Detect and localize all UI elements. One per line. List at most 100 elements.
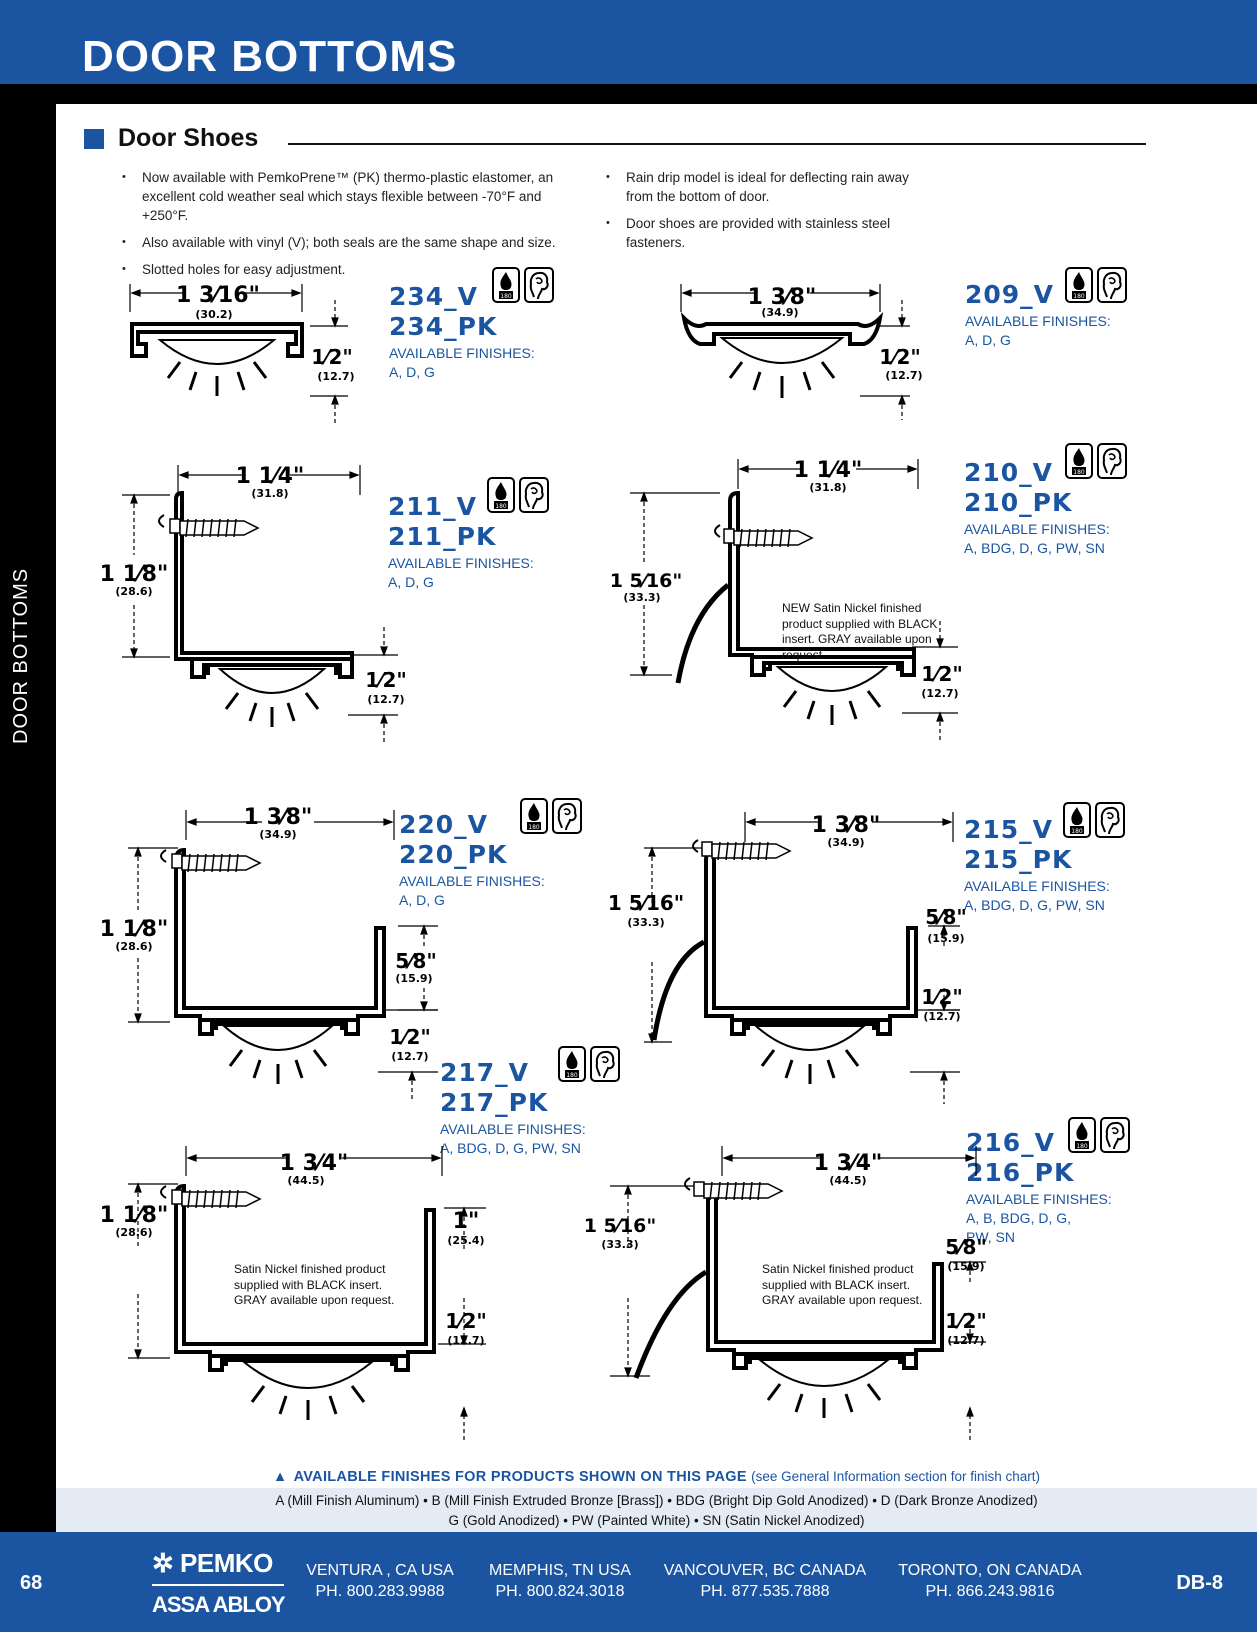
finishes-value: A, BDG, D, G, PW, SN [964,540,1105,556]
product-217: 217_V 217_PK AVAILABLE FINISHES: A, BDG,… [440,1058,586,1158]
model-number: 215_V [964,815,1054,844]
flame-rating-icon [1063,802,1091,838]
seal-metric: (12.7) [317,370,354,383]
feature-list-left: Now available with PemkoPrene™ (PK) ther… [118,168,578,287]
smoke-rating-icon [590,1046,620,1082]
rating-icons [520,798,582,834]
office-city: TORONTO, ON CANADA [898,1562,1082,1579]
rating-icons [487,477,549,513]
rating-icons [1068,1117,1130,1153]
height-dimension: 1 5⁄16" [608,891,684,915]
finishes-label: AVAILABLE FINISHES: [388,555,534,571]
flange-metric: (15.9) [395,972,432,985]
finishes-value: A, BDG, D, G, PW, SN [440,1140,581,1156]
page-footer: 68 ✲ PEMKO ASSA ABLOY VENTURA , CA USA P… [0,1532,1257,1632]
drawing-210: 1 1⁄4" (31.8) 1 5⁄16" (33.3) 1⁄2" (12.7) [610,458,963,741]
flame-rating-icon [1065,267,1093,303]
height-metric: (28.6) [115,940,152,953]
width-dimension: 1 3⁄4" [280,1151,349,1176]
height-metric: (33.3) [623,591,660,604]
drawing-217: 1 3⁄4" (44.5) 1 1⁄8" (28.6) 1" (25.4) 1⁄… [100,1146,487,1440]
flange-metric: (25.4) [447,1234,484,1247]
finishes-value: A, BDG, D, G, PW, SN [964,897,1105,913]
flange-metric: (15.9) [947,1260,984,1273]
product-note: Satin Nickel finished product supplied w… [762,1262,923,1307]
office-phone: PH. 800.824.3018 [495,1583,625,1600]
finishes-value: A, B, BDG, D, G, PW, SN [966,1210,1072,1245]
smoke-rating-icon [1100,1117,1130,1153]
model-number: 209_V [965,280,1055,309]
smoke-rating-icon [524,267,554,303]
finishes-title-group: ▲ AVAILABLE FINISHES FOR PRODUCTS SHOWN O… [273,1469,751,1485]
seal-metric: (12.7) [947,1334,984,1347]
width-metric: (44.5) [287,1174,324,1187]
flange-dimension: 5⁄8" [925,905,967,929]
seal-metric: (12.7) [367,693,404,706]
finishes-banner: ▲ AVAILABLE FINISHES FOR PRODUCTS SHOWN O… [56,1468,1257,1486]
triangle-icon: ▲ [272,1469,288,1485]
height-metric: (28.6) [115,1226,152,1239]
width-metric: (34.9) [259,828,296,841]
model-number: 216_PK [966,1158,1075,1187]
flame-rating-icon [492,267,520,303]
width-metric: (34.9) [827,836,864,849]
section-square-icon [84,128,104,149]
drawing-220: 1 3⁄8" (34.9) 1 1⁄8" (28.6) 5⁄8" (15.9) … [100,805,438,1102]
office-city: VENTURA , CA USA [306,1562,454,1579]
section-rule [288,143,1146,145]
width-dimension: 1 3⁄16" [176,283,260,308]
finishes-label: AVAILABLE FINISHES: [965,313,1111,329]
model-number: 220_V [399,810,489,839]
rating-icons [558,1046,620,1082]
height-metric: (33.3) [627,916,664,929]
office-phone: PH. 800.283.9988 [315,1583,445,1600]
office-city: VANCOUVER, BC CANADA [663,1562,867,1579]
seal-dimension: 1⁄2" [921,662,963,686]
side-tab-label: DOOR BOTTOMS [10,567,32,744]
finishes-label: AVAILABLE FINISHES: [389,345,535,361]
product-209: 209_V AVAILABLE FINISHES: A, D, G [965,280,1111,350]
finishes-label: AVAILABLE FINISHES: [964,878,1110,894]
model-number: 234_V [389,282,479,311]
drawing-234: 1 3⁄16" (30.2) 1⁄2" (12.7) [129,283,355,423]
seal-dimension: 1⁄2" [879,345,921,369]
rating-icons [1063,802,1125,838]
seal-metric: (12.7) [447,1334,484,1347]
assa-abloy-logo: ASSA ABLOY [152,1592,286,1617]
finishes-subtitle: (see General Information section for fin… [751,1469,1041,1484]
smoke-rating-icon [519,477,549,513]
feature-item: Now available with PemkoPrene™ (PK) ther… [118,168,578,225]
width-metric: (30.2) [195,308,232,321]
office-city: MEMPHIS, TN USA [489,1562,631,1579]
drawing-209: 1 3⁄8" (34.9) 1⁄2" (12.7) [680,284,923,420]
width-dimension: 1 3⁄8" [244,805,313,830]
finishes-legend: A (Mill Finish Aluminum) • B (Mill Finis… [56,1488,1257,1532]
model-number: 211_PK [388,522,497,551]
model-number: 234_PK [389,312,498,341]
seal-metric: (12.7) [391,1050,428,1063]
width-metric: (34.9) [761,306,798,319]
page-header: DOOR BOTTOMS [0,0,1257,84]
office-phone: PH. 877.535.7888 [700,1583,830,1600]
office-memphis: MEMPHIS, TN USA PH. 800.824.3018 [480,1560,640,1602]
width-metric: (44.5) [829,1174,866,1187]
height-dimension: 1 5⁄16" [610,570,683,592]
drawing-216: 1 3⁄4" (44.5) 1 5⁄16" (33.3) 5⁄8" (15.9)… [584,1146,987,1440]
model-number: 211_V [388,492,478,521]
finishes-line: G (Gold Anodized) • PW (Painted White) •… [448,1513,865,1528]
model-number: 210_V [964,458,1054,487]
office-ventura: VENTURA , CA USA PH. 800.283.9988 [300,1560,460,1602]
finishes-value: A, D, G [388,574,434,590]
width-dimension: 1 1⁄4" [794,458,863,483]
model-number: 216_V [966,1128,1056,1157]
side-tab: DOOR BOTTOMS [0,84,56,1532]
width-dimension: 1 3⁄8" [748,285,817,310]
section-heading: Door Shoes [84,124,258,153]
office-vancouver: VANCOUVER, BC CANADA PH. 877.535.7888 [655,1560,875,1602]
product-note: Satin Nickel finished product supplied w… [234,1262,395,1307]
model-number: 217_V [440,1058,530,1087]
finishes-label: AVAILABLE FINISHES: [966,1191,1112,1207]
finishes-title: AVAILABLE FINISHES FOR PRODUCTS SHOWN ON… [293,1469,747,1485]
rating-icons [1065,267,1127,303]
smoke-rating-icon [1097,267,1127,303]
